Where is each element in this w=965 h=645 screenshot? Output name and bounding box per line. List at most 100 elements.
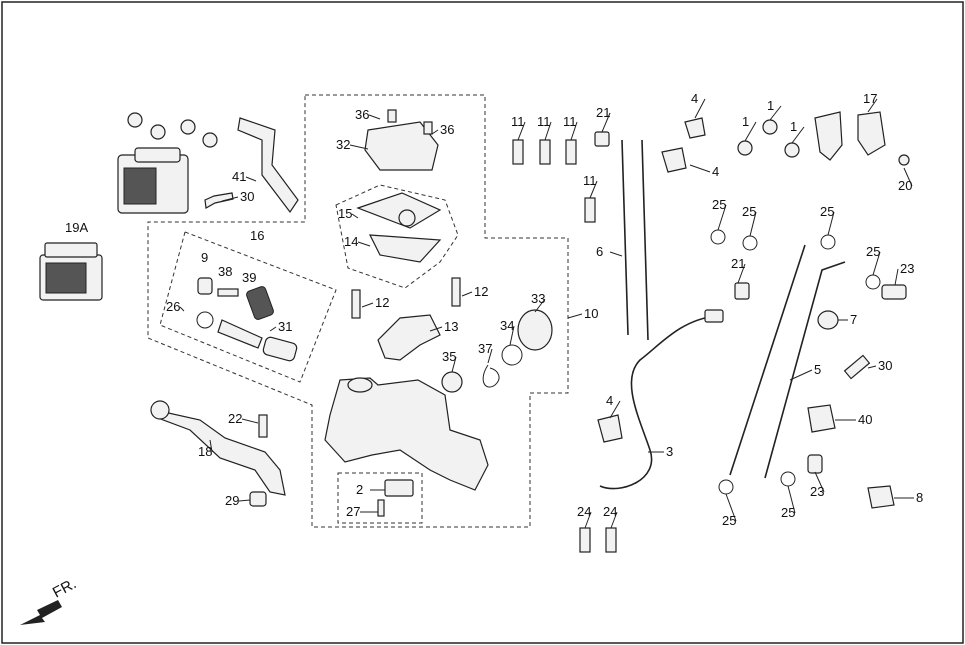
- callout-label: 30: [878, 358, 892, 373]
- piston-kit-outline: [159, 231, 337, 383]
- callout-label: 25: [742, 204, 756, 219]
- sensor-cable-3: [599, 315, 717, 490]
- grommet-7: [817, 310, 839, 330]
- callout-label: 35: [442, 349, 456, 364]
- callout-label: 25: [781, 505, 795, 520]
- bolt-11d: [584, 197, 596, 223]
- diaphragm-15: [356, 192, 442, 229]
- callout-label: 2: [356, 482, 363, 497]
- callout-label: 4: [691, 91, 698, 106]
- washer-1a: [737, 140, 753, 156]
- callout-label: 38: [218, 264, 232, 279]
- callout-label: 10: [584, 306, 598, 321]
- callout-leader-line: [238, 499, 251, 502]
- washer-25d: [865, 274, 881, 290]
- callout-label: 23: [900, 261, 914, 276]
- callout-leader-line: [589, 180, 598, 199]
- callout-leader-line: [744, 121, 757, 142]
- clamp-40: [807, 404, 836, 433]
- callout-leader-line: [872, 251, 881, 276]
- connector-3: [704, 309, 724, 323]
- callout-label: 13: [444, 319, 458, 334]
- washer-25e: [718, 479, 734, 495]
- callout-leader-line: [789, 369, 813, 381]
- callout-leader-line: [749, 211, 757, 237]
- callout-label: 14: [344, 234, 358, 249]
- callout-label: 1: [790, 119, 797, 134]
- bolt-30-left-part: [204, 192, 234, 209]
- callout-leader-line: [461, 291, 473, 297]
- callout-leader-line: [544, 121, 552, 141]
- callout-label: 27: [346, 504, 360, 519]
- clip-37: [482, 364, 500, 388]
- washer-1c: [784, 142, 800, 158]
- callout-leader-line: [867, 365, 877, 369]
- callout-label: 5: [814, 362, 821, 377]
- washer-1b: [762, 119, 778, 135]
- callout-leader-line: [584, 511, 592, 529]
- switch-group-outline: [337, 472, 423, 524]
- callout-label: 3: [666, 444, 673, 459]
- callout-leader-line: [609, 400, 621, 419]
- callout-label: 33: [531, 291, 545, 306]
- callout-label: 21: [596, 105, 610, 120]
- front-direction-label: FR.: [50, 575, 79, 601]
- callout-leader-line: [517, 121, 526, 141]
- ring-34: [501, 344, 523, 366]
- callout-label: 11: [537, 114, 551, 129]
- callout-leader-line: [221, 196, 239, 202]
- bracket-8: [867, 485, 895, 509]
- callout-label: 26: [166, 299, 180, 314]
- piston-31: [217, 319, 263, 349]
- callout-label: 1: [742, 114, 749, 129]
- callout-leader-line: [694, 98, 706, 119]
- callout-leader-line: [245, 176, 257, 182]
- callout-label: 25: [866, 244, 880, 259]
- hose-6-left: [621, 139, 629, 336]
- callout-label: 19A: [65, 220, 88, 235]
- bolt-22: [258, 414, 268, 438]
- callout-leader-line: [567, 313, 583, 319]
- callout-leader-line: [209, 439, 213, 453]
- lever-knob: [150, 400, 170, 420]
- screw-36b: [423, 121, 433, 135]
- master-cylinder-body: [324, 377, 489, 491]
- bracket-17: [814, 111, 843, 161]
- callout-leader-line: [269, 326, 277, 332]
- callout-label: 24: [577, 504, 591, 519]
- washer-25b: [742, 235, 758, 251]
- callout-leader-line: [609, 251, 623, 257]
- clip-4b: [661, 147, 687, 173]
- bolt-24b: [605, 527, 617, 553]
- callout-leader-line: [368, 114, 381, 120]
- callout-label: 7: [850, 312, 857, 327]
- callout-label: 31: [278, 319, 292, 334]
- callout-label: 6: [596, 244, 603, 259]
- banjo-21-right: [734, 282, 750, 300]
- banjo-21-top: [594, 131, 610, 147]
- callout-leader-line: [361, 302, 374, 308]
- callout-leader-line: [601, 112, 611, 133]
- boot-33: [517, 309, 553, 351]
- callout-label: 15: [338, 206, 352, 221]
- callout-leader-line: [894, 268, 899, 286]
- callout-label: 25: [722, 513, 736, 528]
- callout-leader-line: [351, 213, 359, 219]
- callout-label: 30: [240, 189, 254, 204]
- front-direction-arrow: [20, 600, 62, 625]
- callout-label: 4: [606, 393, 613, 408]
- screw-27: [377, 499, 385, 517]
- screw-36a: [387, 109, 397, 123]
- callout-leader-line: [431, 129, 439, 135]
- callout-label: 22: [228, 411, 242, 426]
- callout-leader-line: [349, 144, 369, 150]
- sensor-23-bottom: [807, 454, 823, 474]
- callout-leader-line: [509, 325, 515, 346]
- callout-label: 20: [898, 178, 912, 193]
- callout-leader-line: [787, 485, 796, 514]
- callout-leader-line: [610, 511, 618, 529]
- hose-5b: [764, 261, 846, 479]
- callout-label: 34: [500, 318, 514, 333]
